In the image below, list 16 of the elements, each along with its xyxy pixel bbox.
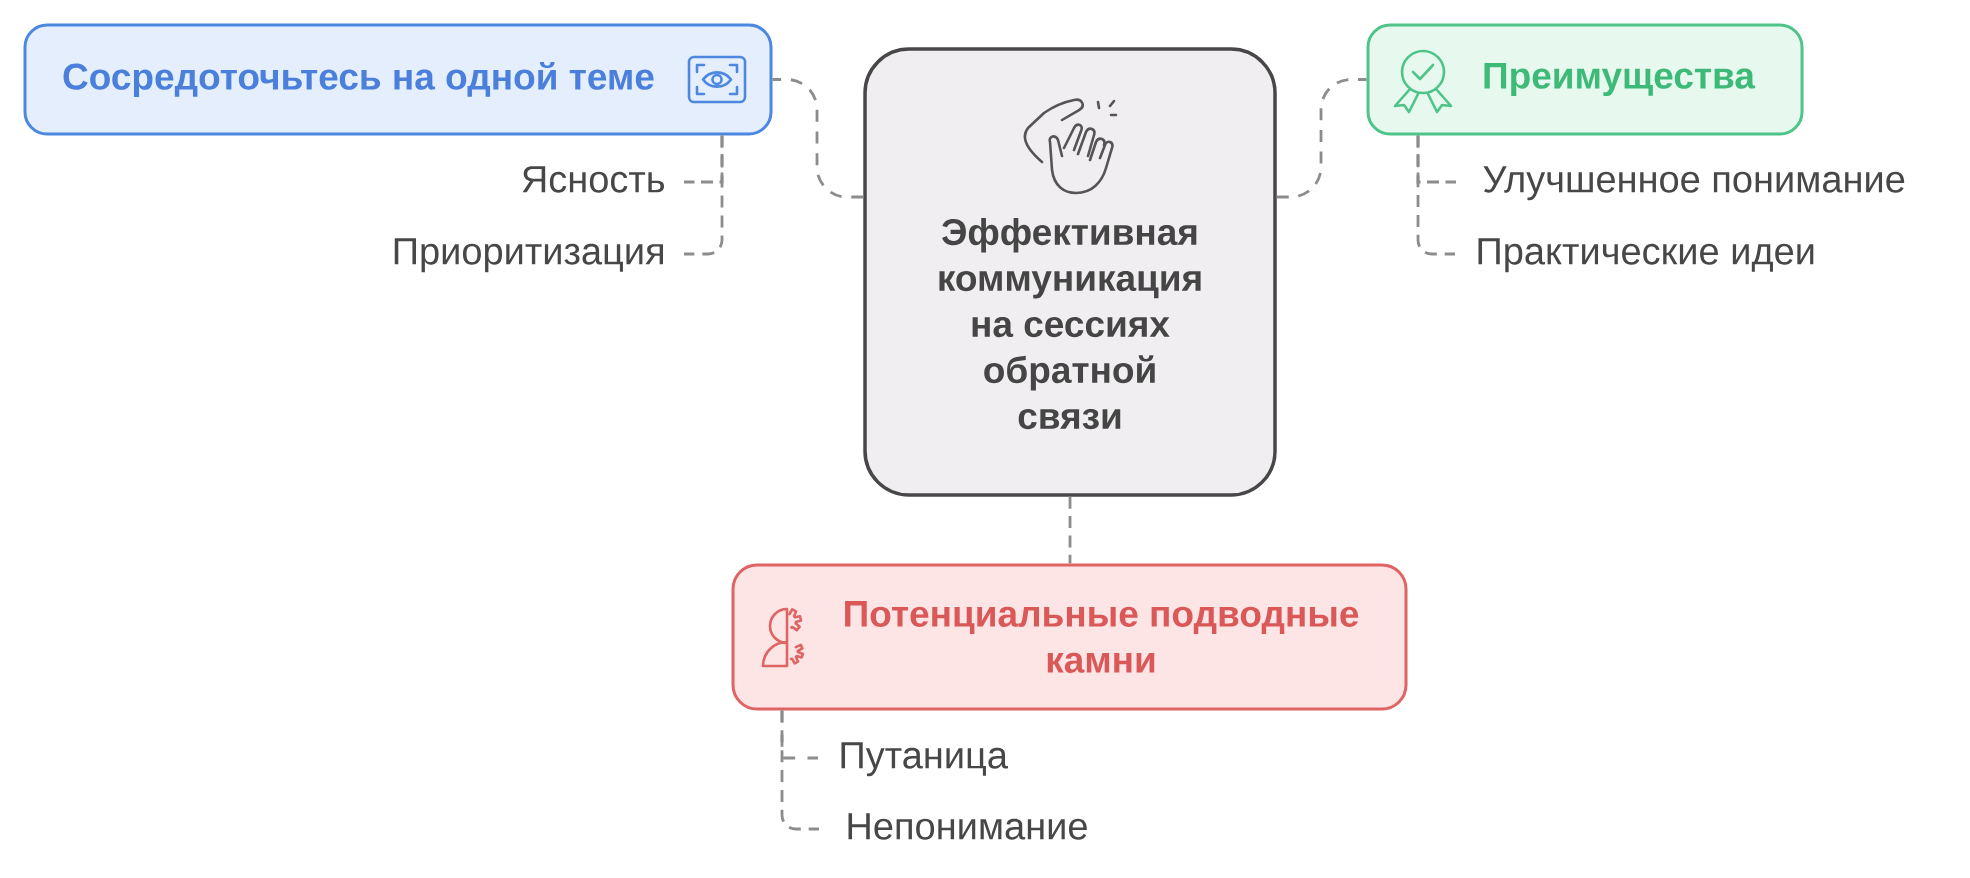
dashed-connector <box>1416 135 1455 256</box>
branch-label: Путаница <box>841 742 1008 777</box>
topic-box: Потенциальные подводные камни <box>731 563 1408 711</box>
branch-label: Ясность <box>522 166 664 193</box>
branch-label: Улучшенное понимание <box>1483 166 1905 201</box>
dashed-connector <box>1276 78 1367 199</box>
main-topic-box: Эффективная коммуникация на сессиях обратной связи <box>863 47 1277 497</box>
branch-label: Приоритизация <box>394 238 663 273</box>
dashed-connector <box>1068 496 1072 564</box>
dashed-connector <box>684 135 724 256</box>
branch-label: Практические идеи <box>1478 238 1814 273</box>
topic-box: Преимущества <box>1366 23 1804 136</box>
dashed-connector <box>780 710 819 831</box>
topic-box: Сосредоточьтесь на одной теме <box>23 23 773 136</box>
branch-label: Непонимание <box>848 813 1087 840</box>
dashed-connector <box>772 78 864 199</box>
